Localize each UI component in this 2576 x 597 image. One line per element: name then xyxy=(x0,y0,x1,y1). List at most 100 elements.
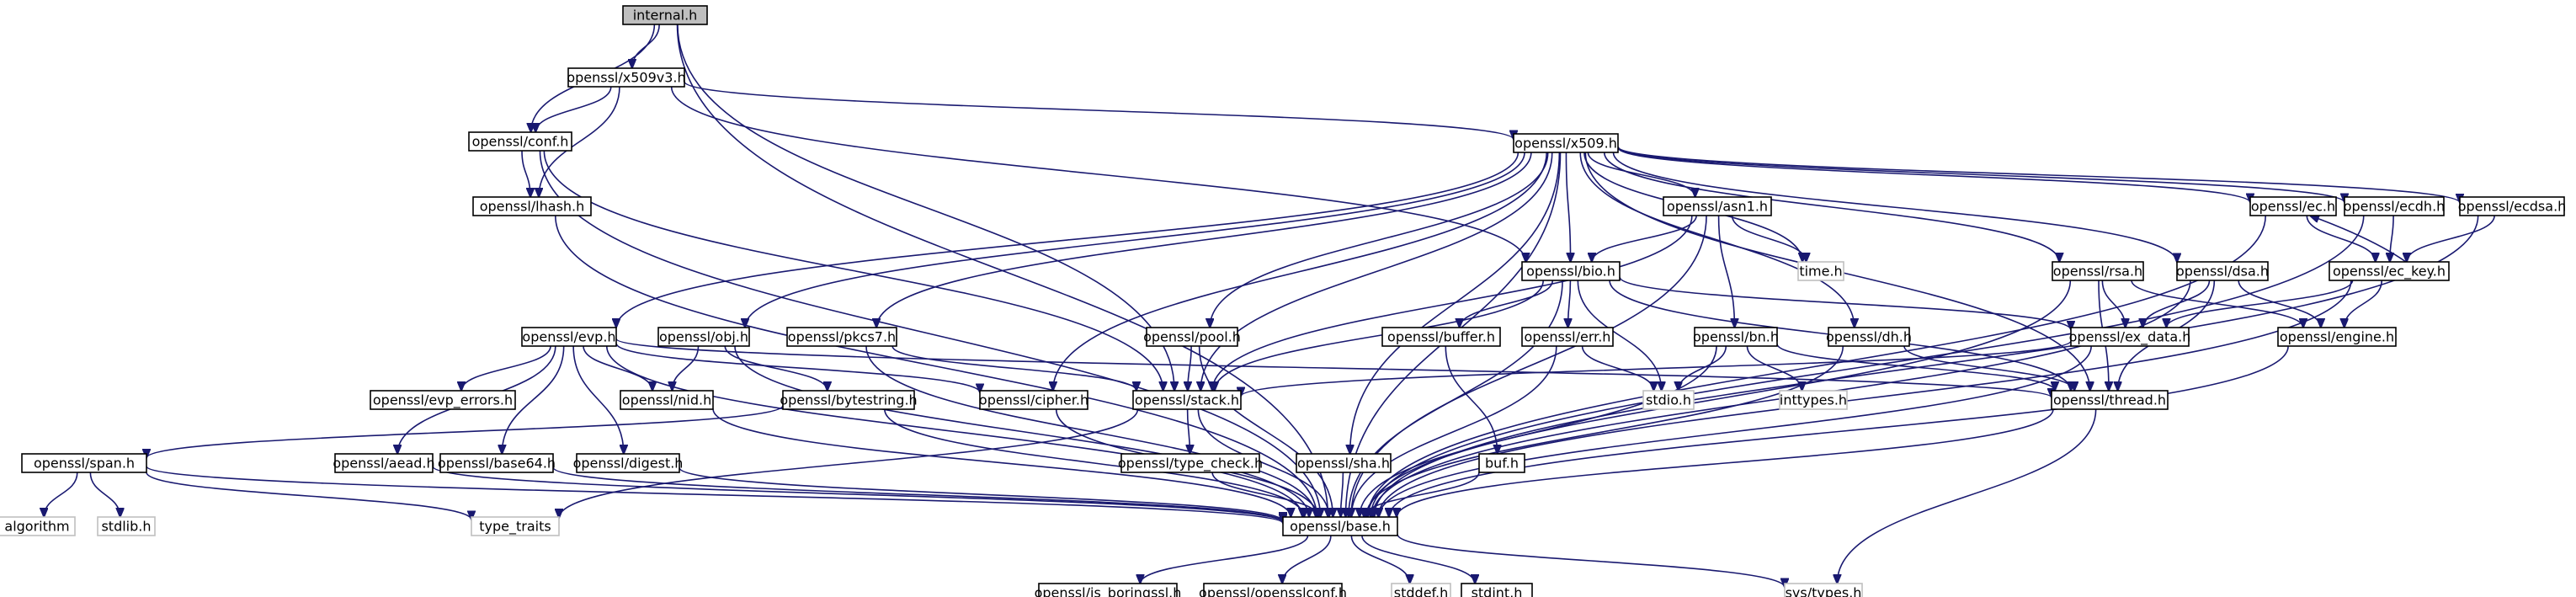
edge-asn1-to-bn xyxy=(1717,215,1735,328)
edge-ecdh-to-eckey xyxy=(2390,215,2394,262)
edge-x509v3-to-bio xyxy=(670,86,1526,262)
node-base64[interactable]: openssl/base64.h xyxy=(438,453,556,473)
node-span[interactable]: openssl/span.h xyxy=(21,453,147,473)
edge-base-to-opensslconf xyxy=(1282,535,1332,584)
edge-base-to-stdint xyxy=(1361,535,1475,584)
node-isboringssl-label: openssl/is_boringssl.h xyxy=(1035,585,1182,597)
edge-evp-to-nid xyxy=(583,345,652,391)
edge-bytestring-to-base xyxy=(884,408,1304,517)
node-cipher[interactable]: openssl/cipher.h xyxy=(979,390,1088,410)
node-systypes-label: sys/types.h xyxy=(1786,585,1862,597)
node-evp[interactable]: openssl/evp.h xyxy=(521,327,617,347)
edge-x509v3-to-lhash xyxy=(539,86,620,197)
edge-sha-to-base xyxy=(1341,472,1344,517)
node-ecdsa[interactable]: openssl/ecdsa.h xyxy=(2458,196,2567,216)
node-ecdsa-box xyxy=(2459,196,2565,216)
node-ec-box xyxy=(2249,196,2337,216)
node-digest[interactable]: openssl/digest.h xyxy=(573,453,684,473)
node-opensslconf[interactable]: openssl/opensslconf.h xyxy=(1199,583,1347,597)
node-bn-label: openssl/bn.h xyxy=(1693,329,1779,345)
node-bytestring[interactable]: openssl/bytestring.h xyxy=(780,390,918,410)
node-engine[interactable]: openssl/engine.h xyxy=(2277,327,2397,347)
node-rsa[interactable]: openssl/rsa.h xyxy=(2052,261,2144,281)
node-typecheck-box xyxy=(1120,453,1260,473)
edge-obj-to-nid xyxy=(672,345,700,391)
edge-base-to-stddef xyxy=(1350,535,1409,584)
edge-span-to-stdlib xyxy=(89,472,120,517)
node-dsa[interactable]: openssl/dsa.h xyxy=(2176,261,2269,281)
edge-asn1-to-bio xyxy=(1592,215,1697,262)
node-thread[interactable]: openssl/thread.h xyxy=(2051,390,2169,410)
node-thread-label: openssl/thread.h xyxy=(2053,392,2166,408)
node-buf[interactable]: buf.h xyxy=(1478,453,1525,473)
node-x509[interactable]: openssl/x509.h xyxy=(1513,133,1619,153)
node-bio[interactable]: openssl/bio.h xyxy=(1521,261,1621,281)
node-base[interactable]: openssl/base.h xyxy=(1282,516,1398,536)
node-typecheck[interactable]: openssl/type_check.h xyxy=(1118,453,1263,473)
node-inttypes-box xyxy=(1779,390,1848,410)
node-exdata[interactable]: openssl/ex_data.h xyxy=(2069,327,2191,347)
edge-x509-to-pool xyxy=(1210,152,1549,328)
node-typetraits-label: type_traits xyxy=(479,519,551,536)
edge-x509-to-cipher xyxy=(1053,152,1548,391)
node-ecdh[interactable]: openssl/ecdh.h xyxy=(2344,196,2446,216)
node-buffer[interactable]: openssl/buffer.h xyxy=(1381,327,1501,347)
node-conf[interactable]: openssl/conf.h xyxy=(468,131,572,152)
node-sha[interactable]: openssl/sha.h xyxy=(1296,453,1392,473)
node-obj[interactable]: openssl/obj.h xyxy=(657,327,750,347)
node-internal[interactable]: internal.h xyxy=(622,5,708,25)
node-nid[interactable]: openssl/nid.h xyxy=(620,390,714,410)
node-stdint[interactable]: stdint.h xyxy=(1461,583,1533,597)
node-asn1[interactable]: openssl/asn1.h xyxy=(1663,196,1772,216)
edge-x509-to-ecdsa xyxy=(1617,146,2460,203)
node-time-box xyxy=(1797,261,1844,281)
node-ec[interactable]: openssl/ec.h xyxy=(2249,196,2337,216)
node-systypes: sys/types.h xyxy=(1784,583,1863,597)
node-err[interactable]: openssl/err.h xyxy=(1521,327,1614,347)
edge-err-to-stdio xyxy=(1581,345,1654,391)
edge-stack-to-base xyxy=(1197,408,1328,517)
node-aead[interactable]: openssl/aead.h xyxy=(333,453,435,473)
edge-x509-to-bio xyxy=(1565,152,1570,262)
node-digest-box xyxy=(576,453,680,473)
node-evperrors[interactable]: openssl/evp_errors.h xyxy=(370,390,516,410)
edge-ecdh-to-base xyxy=(1370,215,2365,517)
node-bio-box xyxy=(1521,261,1621,281)
node-cipher-label: openssl/cipher.h xyxy=(979,392,1088,408)
node-bn[interactable]: openssl/bn.h xyxy=(1693,327,1779,347)
edge-asn1-to-stack xyxy=(1212,215,1693,391)
edges-layer xyxy=(44,24,2495,588)
edge-thread-to-base xyxy=(1397,408,2054,517)
node-pkcs7-box xyxy=(786,327,897,347)
node-buf-box xyxy=(1478,453,1525,473)
node-lhash[interactable]: openssl/lhash.h xyxy=(472,196,592,216)
node-nid-label: openssl/nid.h xyxy=(622,392,711,408)
node-stdio-box xyxy=(1642,390,1695,410)
node-isboringssl-box xyxy=(1038,583,1178,597)
edge-evp-to-evperrors xyxy=(461,345,551,391)
edge-x509-to-pkcs7 xyxy=(876,152,1532,328)
node-opensslconf-label: openssl/opensslconf.h xyxy=(1199,585,1347,597)
edge-bytestring-to-span xyxy=(146,404,784,457)
node-isboringssl[interactable]: openssl/is_boringssl.h xyxy=(1035,583,1182,597)
node-dh-box xyxy=(1828,327,1910,347)
node-systypes-box xyxy=(1784,583,1863,597)
edge-rsa-to-base xyxy=(1368,280,2072,517)
edge-err-to-base xyxy=(1351,345,1557,517)
node-stack[interactable]: openssl/stack.h xyxy=(1132,390,1242,410)
node-eckey[interactable]: openssl/ec_key.h xyxy=(2329,261,2450,281)
node-x509v3[interactable]: openssl/x509v3.h xyxy=(567,67,686,88)
edge-evp-to-base64 xyxy=(502,345,565,454)
node-dh[interactable]: openssl/dh.h xyxy=(1826,327,1912,347)
node-stddef: stddef.h xyxy=(1391,583,1451,597)
node-sha-box xyxy=(1296,453,1392,473)
node-exdata-label: openssl/ex_data.h xyxy=(2069,329,2191,346)
node-typetraits-box xyxy=(471,516,560,536)
node-x509-box xyxy=(1513,133,1619,153)
node-stddef-box xyxy=(1391,583,1451,597)
node-bytestring-label: openssl/bytestring.h xyxy=(780,392,917,408)
node-pkcs7[interactable]: openssl/pkcs7.h xyxy=(786,327,897,347)
node-internal-label: internal.h xyxy=(633,8,698,24)
node-pool[interactable]: openssl/pool.h xyxy=(1143,327,1241,347)
edge-pkcs7-to-base xyxy=(865,345,1316,517)
